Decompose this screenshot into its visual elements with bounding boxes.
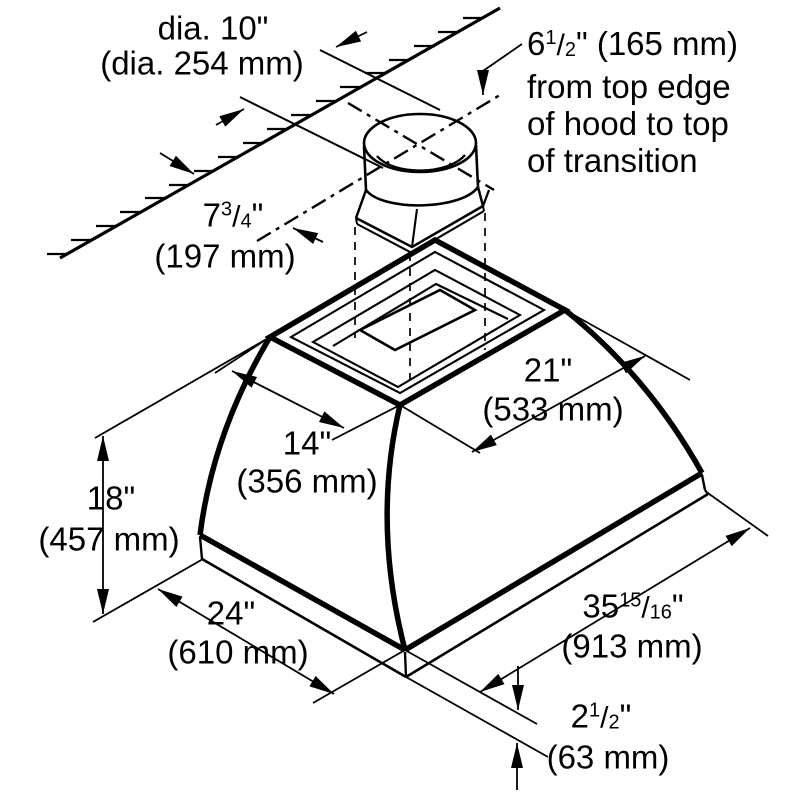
duct-collar <box>362 112 480 207</box>
hood-left-edge <box>197 335 273 536</box>
label-duct-dia-mm: (dia. 254 mm) <box>100 44 304 82</box>
projection-lines <box>354 213 486 380</box>
label-wall-to-center-in: 73/4" <box>202 196 264 234</box>
label-rim-height-in: 21/2" <box>570 697 632 735</box>
transition-piece <box>354 186 491 255</box>
label-top-width-mm: (533 mm) <box>482 390 624 428</box>
ext-913-left <box>404 649 538 725</box>
label-transition-note-line3: of transition <box>527 142 698 179</box>
label-top-width-in: 21" <box>523 351 573 389</box>
ext-21-left <box>399 404 481 454</box>
label-height-in: 18" <box>86 479 136 517</box>
label-wall-to-center-mm: (197 mm) <box>154 237 296 275</box>
dim-21 <box>471 355 646 453</box>
hood-top-frame <box>310 268 523 389</box>
ext-18-bottom <box>92 558 204 623</box>
dimension-lines <box>92 309 769 790</box>
ext-21-right <box>564 309 691 381</box>
label-top-depth-mm: (356 mm) <box>236 462 378 500</box>
duct-diameter-dimension <box>215 30 441 169</box>
label-bottom-width-mm: (913 mm) <box>561 627 703 665</box>
dim-913 <box>479 527 751 693</box>
label-height-mm: (457 mm) <box>38 520 180 558</box>
ext-913-right <box>704 490 769 537</box>
label-duct-dia-in: dia. 10" <box>157 9 269 47</box>
label-bottom-depth-mm: (610 mm) <box>167 633 309 671</box>
duct-collar-inner-lip <box>376 154 466 172</box>
label-rim-height-mm: (63 mm) <box>546 738 670 776</box>
ext-18-top <box>94 336 271 439</box>
ext-14-left <box>214 336 271 374</box>
ext-14-right <box>331 404 401 441</box>
hood-top-opening <box>357 288 478 352</box>
hood-top-rim-inner <box>288 250 547 395</box>
label-top-depth-in: 14" <box>282 424 332 462</box>
label-bottom-depth-in: 24" <box>206 594 256 632</box>
label-transition-height-note: 61/2" (165 mm) from top edge of hood to … <box>527 25 738 179</box>
dim-14 <box>231 370 345 429</box>
hood-front-edge <box>384 404 408 651</box>
label-transition-note-line1: from top edge <box>527 68 731 105</box>
wall-to-center-dimension <box>159 152 324 245</box>
ext-25-bottom <box>405 676 549 758</box>
duct-centerlines <box>256 93 501 243</box>
ext-24-right <box>312 649 406 704</box>
label-transition-height-value: 61/2" (165 mm) <box>527 25 739 62</box>
wall-line <box>47 6 501 260</box>
transition-height-leader <box>477 43 523 95</box>
label-bottom-width-in: 3515/16" <box>582 587 684 625</box>
dim-24 <box>157 588 335 695</box>
wall-hatch-ticks <box>47 16 484 256</box>
label-transition-note-line2: of hood to top <box>527 105 729 142</box>
